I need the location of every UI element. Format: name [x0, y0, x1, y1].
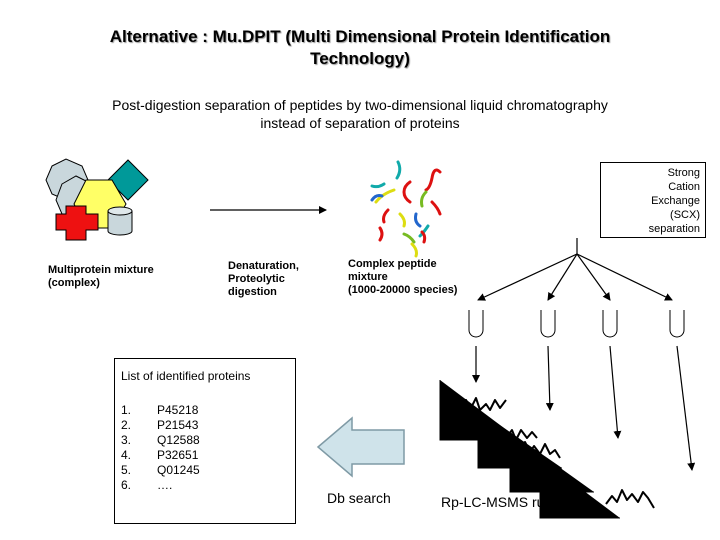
scx-line-5: separation [648, 223, 700, 235]
complex-peptide-label-line-1: Complex peptide [348, 258, 437, 270]
identified-proteins-box: List of identified proteins 1. P45218 2.… [114, 358, 296, 524]
scx-line-4: (SCX) [670, 209, 700, 221]
protein-cross-red [55, 205, 99, 241]
title-line-1: Alternative : Mu.DPIT (Multi Dimensional… [109, 27, 611, 46]
chromatogram-traces [451, 397, 655, 509]
slide-subtitle: Post-digestion separation of peptides by… [0, 96, 720, 132]
list-number-3: 3. [121, 433, 132, 447]
subtitle-line-1: Post-digestion separation of peptides by… [112, 97, 608, 113]
trace-run-3 [515, 441, 561, 459]
protein-id-5: Q01245 [157, 463, 200, 477]
list-number-2: 2. [121, 418, 132, 432]
protein-id-2: P21543 [157, 418, 199, 432]
list-number-6: 6. [121, 478, 132, 492]
peptide-mixture-illustration [370, 160, 442, 258]
trace-run-2 [487, 429, 538, 443]
complex-peptide-label-line-2: mixture [348, 271, 388, 283]
list-number-1: 1. [121, 403, 132, 417]
denaturation-label: Denaturation, Proteolytic digestion [228, 260, 299, 299]
rp-lc-msms-runs-label: Rp-LC-MSMS runs [441, 494, 560, 510]
tube-3 [602, 310, 618, 338]
denaturation-label-line-2: Proteolytic [228, 273, 285, 285]
slide-title: Alternative : Mu.DPIT (Multi Dimensional… [0, 26, 720, 70]
protein-mixture-illustration [45, 158, 149, 241]
tube-1 [468, 310, 484, 338]
complex-peptide-label-line-3: (1000-20000 species) [348, 284, 458, 296]
subtitle-line-2: instead of separation of proteins [260, 115, 460, 131]
scx-separation-box: Strong Cation Exchange (SCX) separation [600, 162, 706, 238]
tube-4 [669, 310, 685, 338]
list-number-5: 5. [121, 463, 132, 477]
protein-id-4: P32651 [157, 448, 199, 462]
denaturation-label-line-3: digestion [228, 286, 277, 298]
protein-cylinder-gray [107, 211, 133, 236]
db-search-block-arrow [316, 416, 405, 478]
protein-id-1: P45218 [157, 403, 199, 417]
denaturation-label-line-1: Denaturation, [228, 260, 299, 272]
scx-line-2: Cation [668, 181, 700, 193]
fraction-tubes [468, 310, 685, 338]
list-number-4: 4. [121, 448, 132, 462]
multiprotein-label-line-1: Multiprotein mixture [48, 264, 154, 276]
protein-id-3: Q12588 [157, 433, 200, 447]
complex-peptide-label: Complex peptide mixture (1000-20000 spec… [348, 258, 457, 297]
trace-run-1 [451, 397, 507, 415]
multiprotein-label-line-2: (complex) [48, 277, 100, 289]
tube-2 [540, 310, 556, 338]
protein-id-6: …. [157, 478, 173, 492]
scx-line-3: Exchange [651, 195, 700, 207]
trace-run-4 [605, 489, 655, 509]
multiprotein-label: Multiprotein mixture (complex) [48, 264, 154, 290]
scx-fanout-arrows [477, 238, 673, 301]
title-line-2: Technology) [310, 49, 410, 68]
tube-to-run-arrows [472, 345, 696, 471]
scx-line-1: Strong [667, 167, 700, 179]
db-search-label: Db search [327, 490, 391, 506]
identified-proteins-title: List of identified proteins [121, 369, 251, 383]
